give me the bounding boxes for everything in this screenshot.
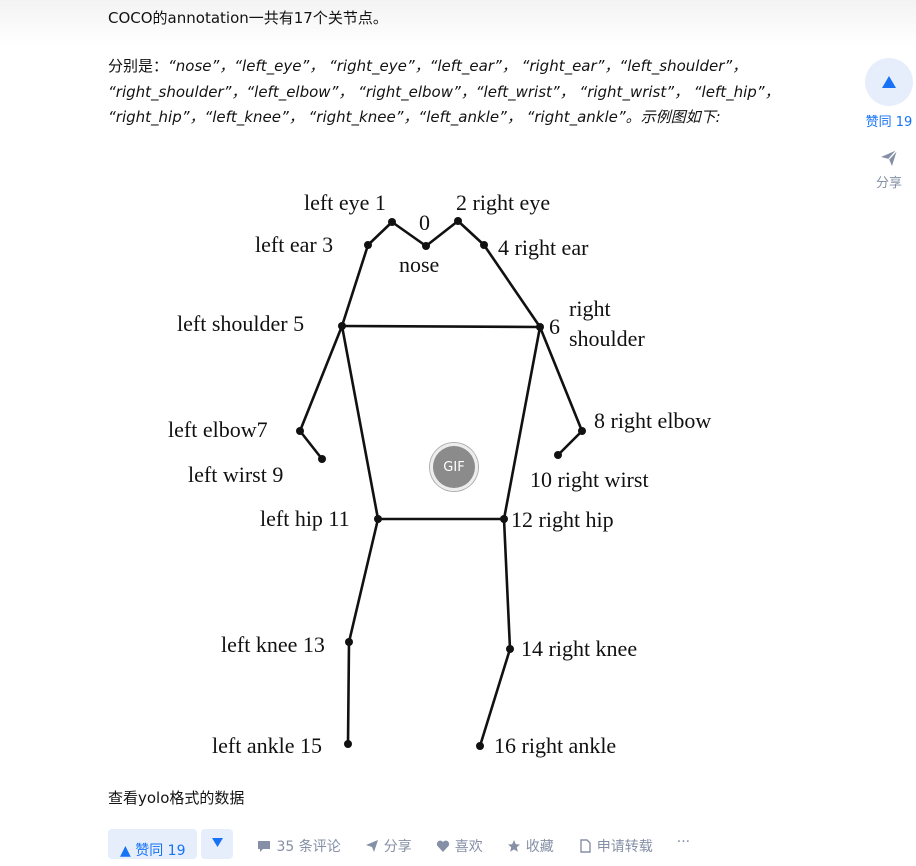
label-nose: nose [399, 252, 439, 277]
bone-line [424, 219, 460, 248]
share-label: 分享 [383, 839, 412, 855]
side-vote-button[interactable] [865, 58, 913, 106]
keypoint-dot [454, 217, 462, 225]
reprint-label: 申请转载 [596, 839, 653, 855]
document-icon [580, 839, 591, 853]
comment-icon [258, 841, 271, 852]
bone-line [456, 219, 486, 247]
collect-button[interactable]: 收藏 [507, 829, 554, 856]
keypoint-dot [506, 645, 514, 653]
bottom-action-bar: ▲ 赞同 19 35 条评论 分享 喜欢 收藏 申请转载 ··· [108, 829, 690, 859]
skeleton-diagram: left eye 1 0 2 right eye left ear 3 4 ri… [168, 190, 711, 758]
like-button[interactable]: 喜欢 [436, 829, 483, 856]
comments-button[interactable]: 35 条评论 [257, 829, 341, 856]
keypoint-dot [500, 515, 508, 523]
bone-line [390, 220, 428, 248]
reprint-button[interactable]: 申请转载 [578, 829, 653, 856]
keypoint-dot [345, 638, 353, 646]
like-label: 喜欢 [454, 839, 483, 855]
agree-button[interactable]: ▲ 赞同 19 [108, 829, 198, 859]
label-right-eye: 2 right eye [456, 190, 550, 215]
label-nose-index: 0 [419, 210, 430, 235]
gif-play-badge[interactable]: GIF [430, 443, 478, 491]
bone-line [556, 429, 584, 457]
keypoint-list-paragraph: 分别是：“nose”，“left_eye”， “right_eye”，“left… [108, 54, 798, 131]
keypoint-dot [554, 451, 562, 459]
keypoint-dot [344, 740, 352, 748]
bone-line [340, 324, 380, 521]
label-left-elbow: left elbow7 [168, 417, 268, 442]
label-right-ankle: 16 right ankle [494, 733, 616, 758]
keypoint-dots [296, 217, 586, 750]
star-icon [507, 840, 520, 852]
label-left-ear: left ear 3 [255, 232, 333, 257]
bone-line [366, 220, 394, 247]
bone-line [298, 324, 344, 433]
label-right-shoulder-line2: shoulder [569, 326, 645, 351]
keypoint-dot [388, 218, 396, 226]
keypoint-dot [296, 427, 304, 435]
bone-line [340, 324, 542, 329]
label-right-elbow: 8 right elbow [594, 408, 711, 433]
label-right-shoulder-line1: right [569, 296, 611, 321]
side-vote-label[interactable]: 赞同 19 [865, 115, 913, 130]
keypoint-dot [476, 742, 484, 750]
keypoint-list: “nose”，“left_eye”， “right_eye”，“left_ear… [108, 57, 780, 126]
label-right-shoulder-index: 6 [549, 314, 560, 339]
keypoint-dot [480, 241, 488, 249]
keypoint-dot [374, 515, 382, 523]
keypoint-dot [422, 242, 430, 250]
label-left-eye: left eye 1 [304, 190, 386, 215]
keypoint-dot [536, 323, 544, 331]
label-left-wrist: left wirst 9 [188, 462, 283, 487]
triangle-down-icon [211, 838, 223, 847]
triangle-up-icon [882, 76, 896, 88]
heart-icon [436, 840, 449, 852]
keypoint-labels: left eye 1 0 2 right eye left ear 3 4 ri… [168, 190, 711, 758]
skeleton-lines [298, 219, 584, 748]
keypoint-dot [338, 322, 346, 330]
bone-line [502, 325, 542, 521]
keypoint-dot [318, 455, 326, 463]
label-right-wrist: 10 right wirst [530, 467, 649, 492]
bone-line [347, 517, 380, 644]
paper-plane-icon [365, 840, 378, 852]
yolo-text: 查看yolo格式的数据 [108, 789, 245, 807]
label-right-knee: 14 right knee [521, 636, 637, 661]
bone-line [478, 647, 512, 748]
bone-line [340, 243, 370, 328]
side-actions: 赞同 19 分享 [862, 58, 916, 191]
label-left-hip: left hip 11 [260, 506, 350, 531]
more-button[interactable]: ··· [676, 834, 691, 850]
bone-line [538, 325, 584, 433]
list-prefix: 分别是： [108, 57, 169, 75]
comments-label: 35 条评论 [276, 839, 341, 855]
bone-line [482, 243, 542, 329]
keypoint-dot [578, 427, 586, 435]
keypoint-dot [364, 241, 372, 249]
label-left-ankle: left ankle 15 [212, 733, 322, 758]
label-left-knee: left knee 13 [221, 632, 325, 657]
label-left-shoulder: left shoulder 5 [177, 311, 304, 336]
coco-keypoint-figure[interactable]: left eye 1 0 2 right eye left ear 3 4 ri… [110, 166, 798, 760]
bone-line [298, 429, 324, 461]
paper-plane-icon[interactable] [879, 148, 899, 168]
collect-label: 收藏 [525, 839, 554, 855]
top-fade [0, 0, 916, 46]
label-right-hip: 12 right hip [511, 507, 614, 532]
side-share-label[interactable]: 分享 [875, 176, 902, 191]
bone-line [502, 517, 512, 651]
oppose-button[interactable] [201, 829, 234, 859]
intro-text: COCO的annotation一共有17个关节点。 [108, 9, 388, 27]
bone-line [346, 640, 351, 746]
label-right-ear: 4 right ear [498, 235, 589, 260]
share-button[interactable]: 分享 [365, 829, 412, 856]
